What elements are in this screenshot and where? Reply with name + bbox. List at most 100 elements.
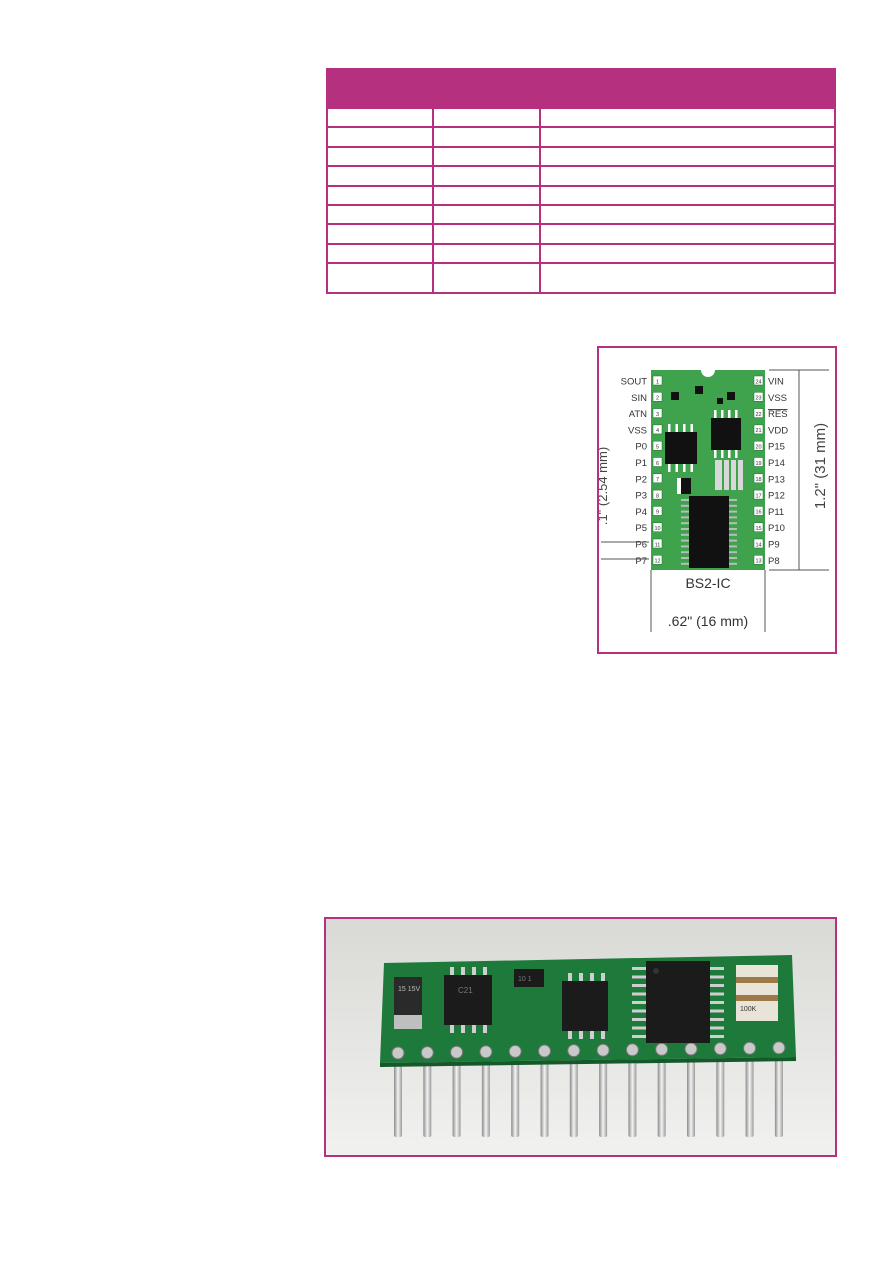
table-cell [541, 264, 834, 292]
chip-lead [632, 975, 646, 979]
resistor-marking: 100K [740, 1006, 757, 1013]
chip-lead [601, 973, 605, 981]
pin-label-left: P1 [635, 458, 647, 469]
pin-number-left: 4 [656, 428, 659, 434]
pin-pad-right [753, 538, 764, 549]
pin-pad-left [652, 424, 663, 435]
pin-label-left: P2 [635, 474, 647, 485]
solder-pad [479, 1045, 493, 1059]
chip-lead [461, 967, 465, 975]
table-cell [541, 187, 834, 204]
table-row [328, 242, 834, 263]
pin-number-left: 12 [654, 559, 660, 565]
chip-lead [632, 1035, 646, 1038]
chip-lead [579, 1031, 583, 1039]
chip-lead [590, 1031, 594, 1039]
chip-lead [681, 499, 689, 501]
photo-leads [450, 967, 724, 1039]
pin-pad-right [753, 392, 764, 402]
pin-number-left: 5 [656, 445, 659, 451]
chip-lead [450, 1025, 454, 1033]
solder-pad [684, 1042, 698, 1056]
table-cell [434, 264, 541, 293]
header-pin [481, 1059, 490, 1137]
pin-number-right: 21 [755, 428, 761, 434]
table-row [328, 165, 834, 185]
header-pin [628, 1059, 637, 1137]
header-pin [394, 1059, 402, 1137]
table-cell [328, 186, 434, 204]
table-row [328, 145, 834, 166]
solder-pad [713, 1042, 727, 1056]
chip-lead [729, 539, 737, 542]
table-cell [434, 167, 541, 185]
chip-lead [728, 450, 731, 458]
spec-table [326, 68, 836, 295]
header-pin [452, 1059, 461, 1137]
pin-layer: 1SOUT2SIN3ATN4VSS5P06P17P28P39P410P511P6… [621, 375, 788, 567]
solder-pad [508, 1044, 522, 1058]
pitch-label: .1" (2.54 mm) [599, 447, 610, 525]
tantalum-capacitor-end [394, 1015, 422, 1029]
pin-label-right: P10 [768, 523, 785, 534]
pin-pad-right [753, 506, 764, 516]
chip-lead [450, 967, 454, 975]
chip-lead [568, 973, 572, 981]
header-pin [511, 1059, 520, 1137]
chip-lead [675, 424, 678, 432]
pin-label-left: ATN [629, 409, 647, 420]
pin-pad-right [753, 555, 764, 565]
table-cell [434, 147, 541, 166]
height-label: 1.2" (31 mm) [812, 423, 829, 509]
solder-pad [538, 1044, 551, 1058]
small-part-4 [717, 398, 723, 404]
solder-pad [420, 1046, 434, 1060]
pin-label-right: RES [768, 409, 788, 420]
table-cell [328, 128, 434, 146]
chip-lead [721, 410, 724, 418]
chip-lead [681, 557, 689, 559]
chip-lead [579, 973, 583, 981]
table-cell [541, 245, 834, 262]
solder-pad [450, 1045, 464, 1059]
table-cell [541, 206, 834, 223]
module-photo: 15 15V C21 10 1 100K [324, 917, 837, 1157]
resistor-array-band [736, 995, 778, 1001]
pin-number-left: 7 [656, 477, 659, 483]
chip-lead [690, 464, 693, 472]
table-row [328, 126, 834, 146]
pin-number-left: 3 [656, 412, 659, 418]
pin-label-right: P12 [768, 491, 785, 502]
solder-pad [596, 1043, 610, 1057]
chip-lead [668, 424, 671, 432]
chip-lead [729, 551, 737, 554]
pinout-svg: 1SOUT2SIN3ATN4VSS5P06P17P28P39P410P511P6… [599, 369, 829, 632]
solder-pad [655, 1042, 669, 1056]
pin-number-right: 17 [755, 493, 761, 499]
chip-lead [632, 1001, 646, 1004]
width-label: .62" (16 mm) [668, 613, 748, 629]
pin-number-left: 1 [656, 379, 659, 385]
chip-lead [681, 522, 689, 525]
chip-u2 [711, 418, 741, 450]
resistor-block-line [729, 460, 731, 490]
module-photo-svg: 15 15V C21 10 1 100K [326, 919, 835, 1155]
table-cell [541, 148, 834, 165]
chip-lead [729, 522, 737, 525]
pin-pad-left [652, 555, 663, 565]
chip-lead [710, 975, 724, 979]
capacitor-band [677, 478, 681, 494]
pin-number-left: 11 [655, 542, 661, 548]
pin-number-left: 9 [656, 510, 659, 516]
pin-number-right: 13 [755, 559, 761, 565]
pin-number-right: 15 [755, 526, 761, 532]
solder-pad [391, 1046, 405, 1060]
table-cell [328, 264, 434, 293]
chip-lead [632, 1009, 646, 1013]
chip-lead [681, 528, 689, 530]
chip-lead [729, 528, 737, 530]
pin-number-right: 22 [755, 412, 761, 418]
chip-lead [729, 499, 737, 501]
chip1-marking: C21 [458, 986, 473, 995]
